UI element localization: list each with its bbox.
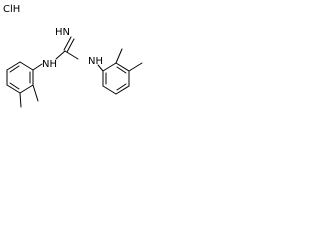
right-ring-bond [115,62,130,72]
guanidine-core [55,36,79,60]
left-ring-inner-double-bond [9,82,20,90]
right-dimethylphenyl-ring [97,48,143,95]
imine-nh-label: HN [55,27,70,38]
left-ring-bond [6,61,21,71]
left-dimethylphenyl-ring [6,61,43,108]
left-amine-nh-label: NH [42,59,57,70]
left-ring-inner-double-bond [9,65,20,73]
c-n-double-bond-a [63,36,72,51]
c-n-double-bond-b [66,38,75,53]
right-n-aryl-bond [97,64,104,72]
hcl-label: ClH [3,4,20,15]
right-ortho-methyl-bond [115,48,123,64]
right-ring-inner-double-bond [116,66,127,74]
right-ring-bond [102,62,117,72]
right-meta-methyl-bond [128,62,143,72]
c-n-bond-left [55,50,66,60]
left-ring-bond [19,84,34,94]
chemical-structure-diagram: ClH HN NH NH [3,4,143,108]
left-ring-bond [19,61,34,71]
right-amine-nh-label: NH [88,56,103,67]
c-n-bond-right [64,50,79,60]
right-ring-inner-double-bond [116,83,127,91]
right-ring-bond [115,85,130,95]
left-ortho-methyl-bond [32,84,39,102]
right-ring-bond [102,85,117,95]
left-ring-bond [6,84,21,94]
left-n-aryl-bond [32,63,43,71]
left-meta-methyl-bond [19,92,22,108]
